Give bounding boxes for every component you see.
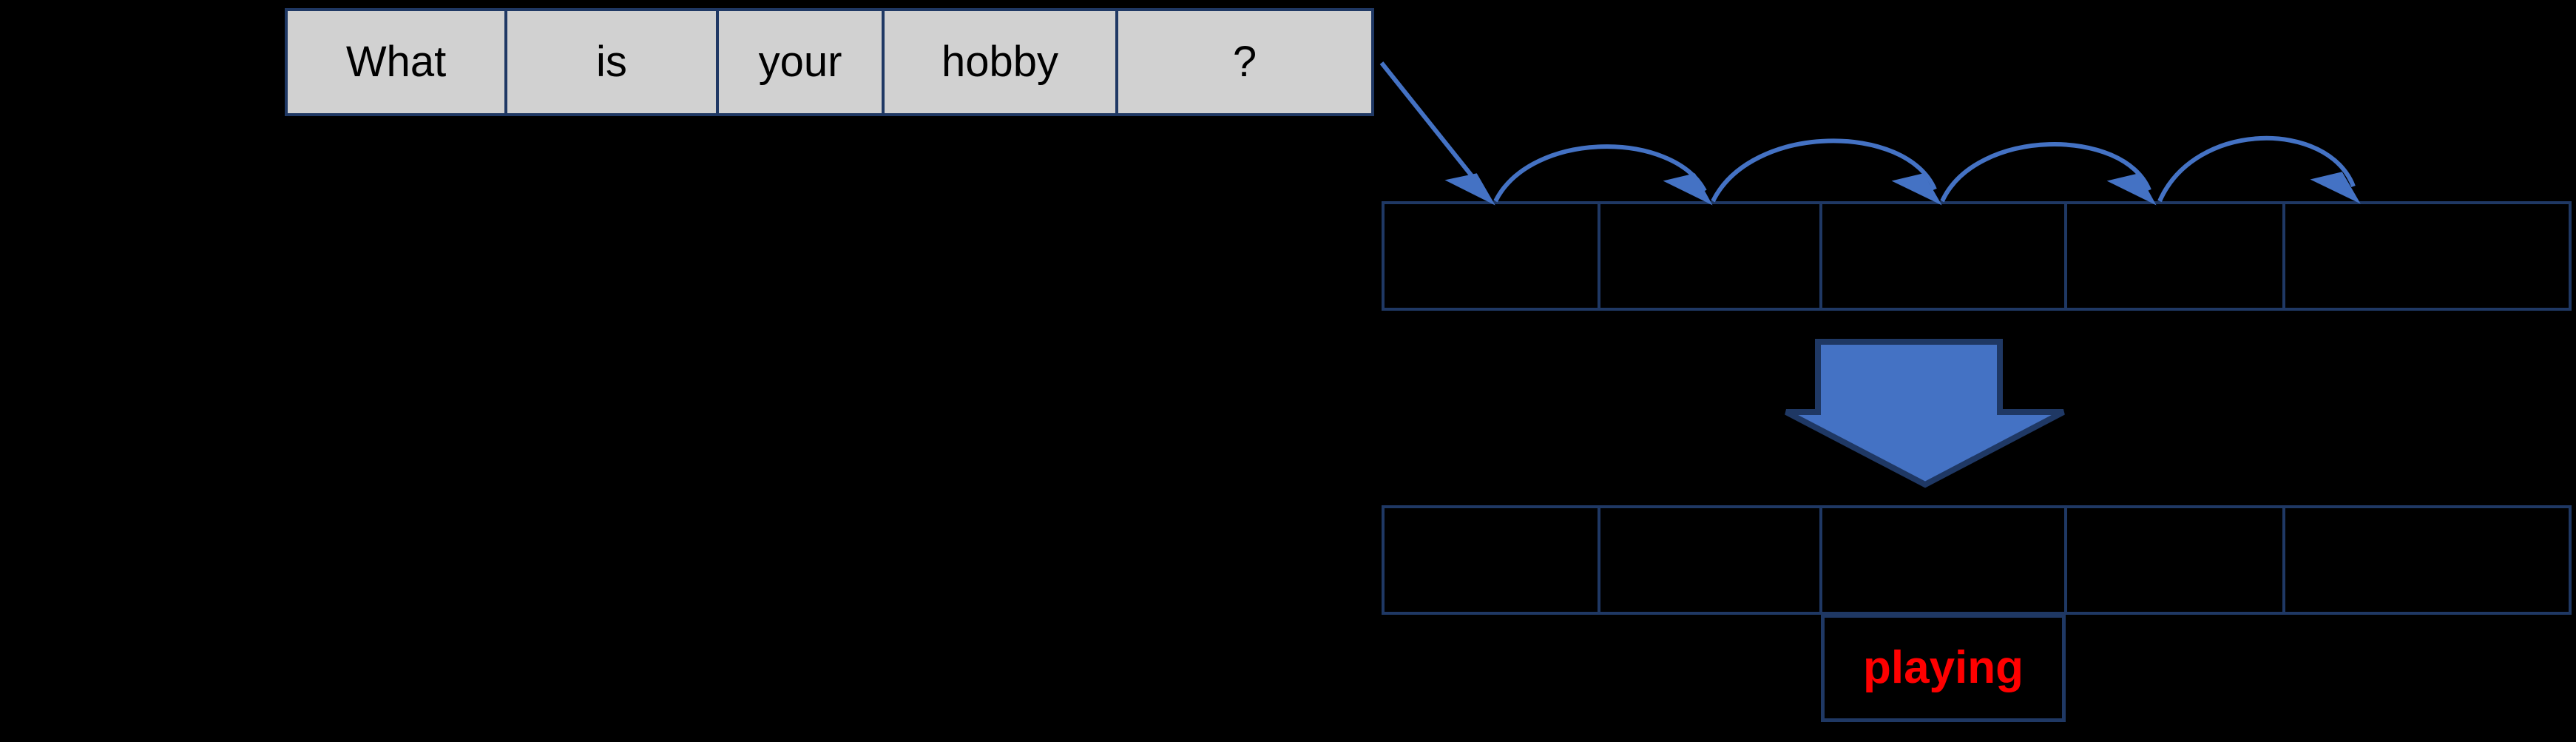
- source-cell-2[interactable]: your: [716, 8, 885, 116]
- decoder-cell-1[interactable]: [1598, 505, 1822, 615]
- source-sentence-table: What is your hobby ?: [285, 8, 1374, 116]
- generated-token-label: playing: [1862, 642, 2024, 693]
- downward-transform-arrow: [1785, 339, 2065, 488]
- source-cell-3-label: hobby: [941, 38, 1059, 86]
- encoder-cell-0[interactable]: [1382, 201, 1600, 311]
- decoder-cell-2[interactable]: [1819, 505, 2067, 615]
- source-cell-0-label: What: [345, 38, 447, 86]
- encoder-state-table: [1382, 201, 2572, 311]
- generated-token-cell[interactable]: playing: [1821, 614, 2066, 722]
- source-cell-4-label: ?: [1232, 38, 1257, 86]
- recurrence-arc-4: [2157, 135, 2361, 204]
- encoder-cell-2[interactable]: [1819, 201, 2067, 311]
- decoder-state-table: [1382, 505, 2572, 615]
- encoder-cell-4[interactable]: [2282, 201, 2572, 311]
- recurrence-arc-1: [1493, 144, 1713, 206]
- encoder-cell-1[interactable]: [1598, 201, 1822, 311]
- source-cell-4[interactable]: ?: [1115, 8, 1374, 116]
- recurrence-arc-2: [1711, 138, 1942, 206]
- source-cell-0[interactable]: What: [285, 8, 507, 116]
- source-cell-3[interactable]: hobby: [882, 8, 1118, 116]
- decoder-cell-3[interactable]: [2064, 505, 2285, 615]
- recurrence-arc-3: [1940, 142, 2157, 206]
- source-cell-1[interactable]: is: [504, 8, 719, 116]
- source-cell-2-label: your: [758, 38, 842, 86]
- decoder-cell-4[interactable]: [2282, 505, 2572, 615]
- input-feed-arrow: [1379, 61, 1495, 206]
- source-cell-1-label: is: [596, 38, 627, 86]
- decoder-cell-0[interactable]: [1382, 505, 1600, 615]
- encoder-cell-3[interactable]: [2064, 201, 2285, 311]
